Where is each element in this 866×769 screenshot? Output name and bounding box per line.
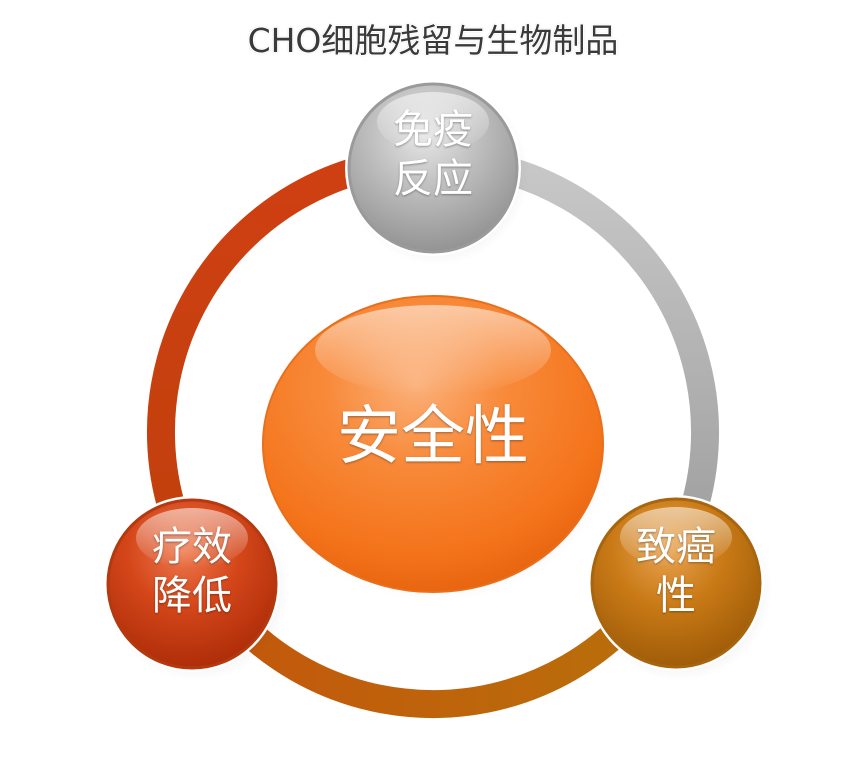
node-top-label: 免疫 反应 [353, 106, 513, 204]
node-top-line2: 反应 [393, 155, 473, 202]
diagram-title: CHO细胞残留与生物制品 [247, 21, 619, 60]
node-right-line2: 性 [656, 572, 696, 619]
center-label: 安全性 [283, 398, 583, 476]
node-top-line1: 免疫 [393, 107, 473, 153]
node-left-label: 疗效 降低 [112, 523, 272, 621]
center-label-text: 安全性 [337, 400, 529, 474]
node-left-line1: 疗效 [152, 524, 232, 570]
node-immune-response [345, 80, 521, 256]
node-reduced-efficacy [104, 496, 280, 672]
node-right-line1: 致癌 [636, 524, 716, 570]
node-right-label: 致癌 性 [596, 523, 756, 621]
node-left-line2: 降低 [152, 572, 232, 619]
node-carcinogenicity [588, 495, 764, 671]
center-circle [262, 295, 604, 593]
